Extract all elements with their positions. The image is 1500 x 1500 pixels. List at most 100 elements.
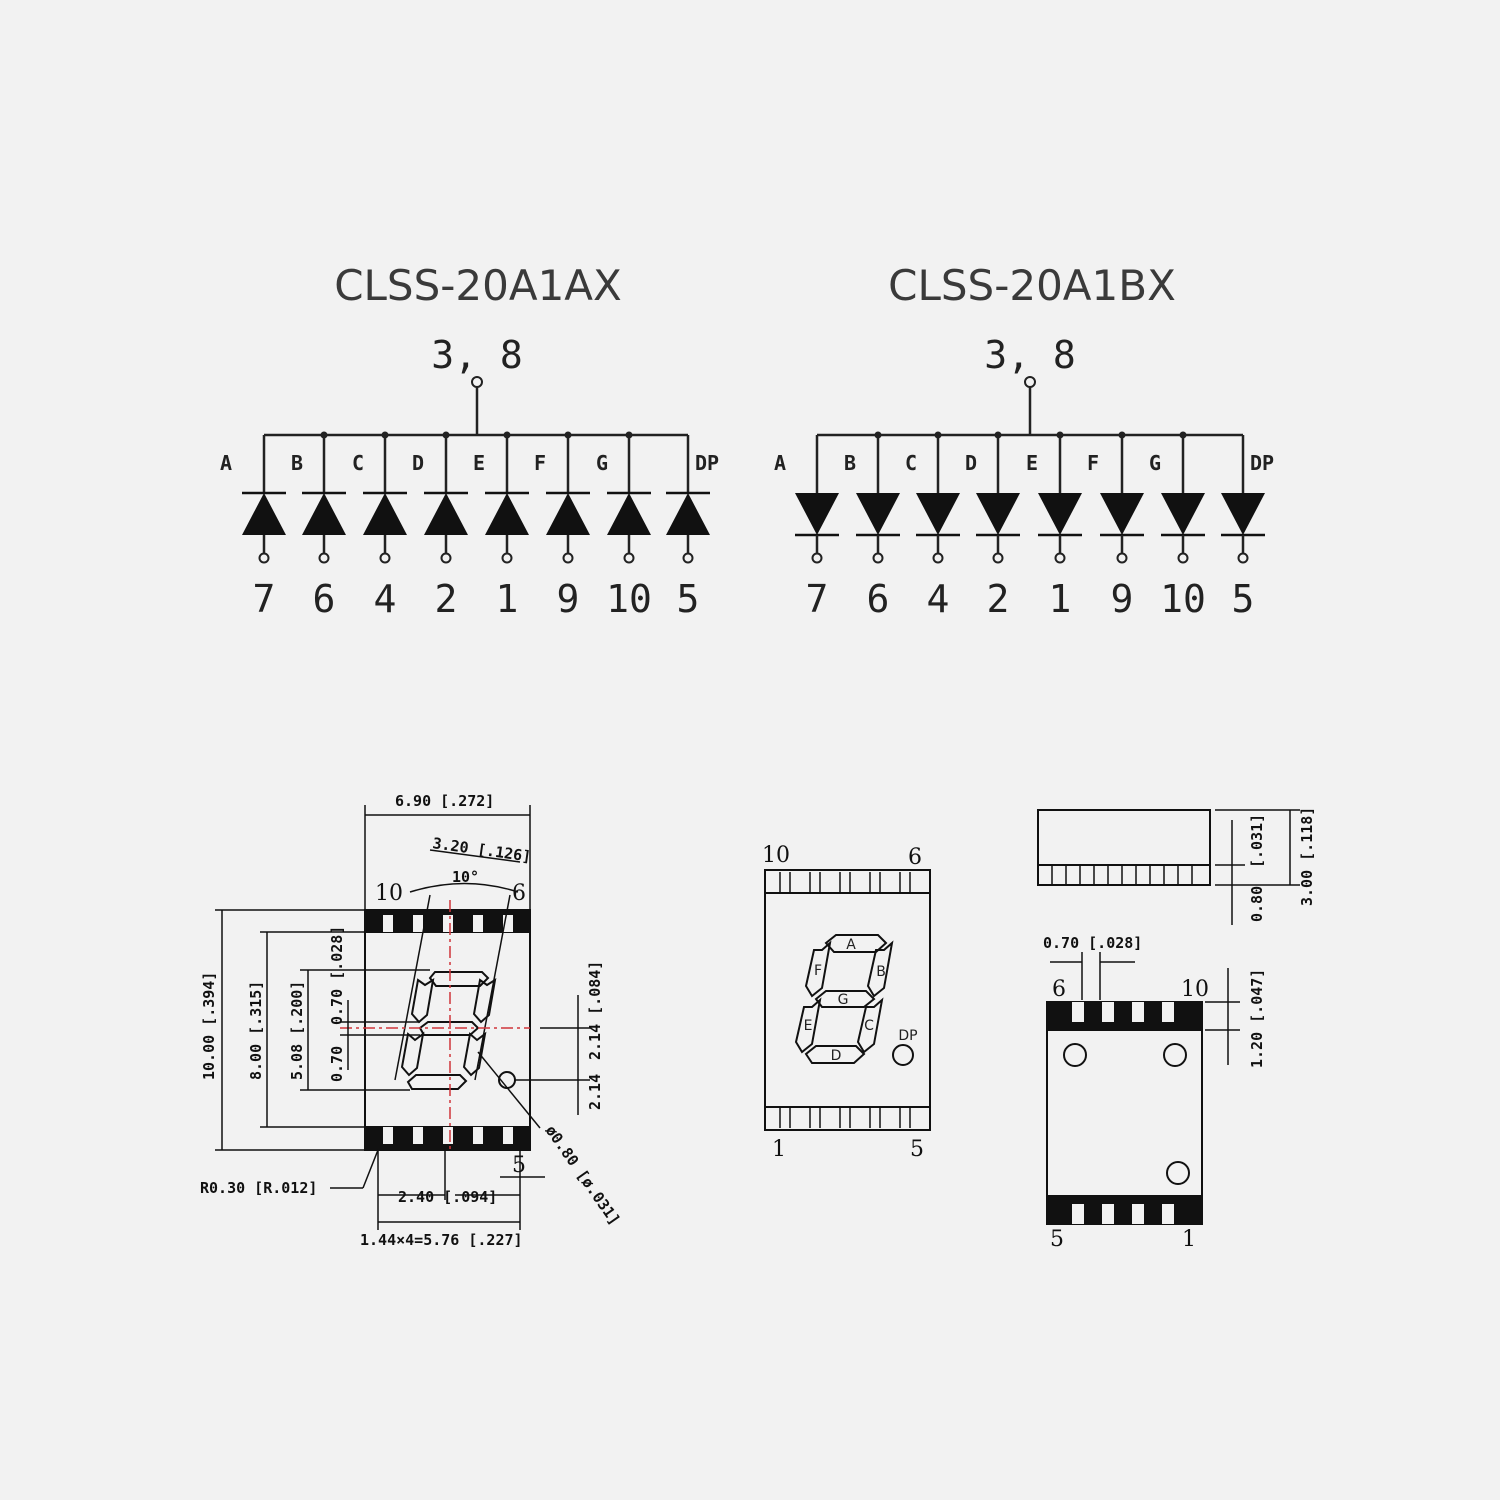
led-diode-g	[1161, 493, 1205, 535]
pin-terminal	[318, 552, 330, 564]
pin-number: 6	[867, 577, 890, 621]
dim-digit-width: 3.20 [.126]	[431, 834, 532, 866]
segment-label-dp: DP	[695, 451, 719, 475]
schematic-title: CLSS-20A1AX	[334, 261, 622, 310]
pin-terminal	[992, 552, 1004, 564]
front-seg-f	[410, 977, 435, 1024]
mid-label-f: F	[814, 963, 822, 979]
led-diode-b	[302, 493, 346, 535]
bottom-hole-3	[1166, 1161, 1190, 1185]
bottom-view	[1046, 952, 1240, 1225]
mid-label-a: A	[846, 937, 856, 953]
pin-terminal	[440, 552, 452, 564]
bottom-pin-1: 1	[1182, 1227, 1196, 1252]
mid-label-d: D	[831, 1048, 842, 1064]
pin-number: 1	[496, 577, 519, 621]
front-view	[215, 805, 590, 1230]
pin-number: 10	[1160, 577, 1206, 621]
front-seg-c	[462, 1031, 487, 1077]
dim-radius: R0.30 [R.012]	[200, 1179, 317, 1197]
led-diode-dp	[666, 493, 710, 535]
dim-digit-height: 5.08 [.200]	[288, 981, 306, 1080]
pin-number: 1	[1049, 577, 1072, 621]
led-diode-e	[1038, 493, 1082, 535]
mid-label-c: C	[864, 1018, 874, 1034]
dim-pitch: 1.44×4=5.76 [.227]	[360, 1231, 523, 1249]
segment-label-dp: DP	[1250, 451, 1274, 475]
dim-side-height: 3.00 [.118]	[1298, 807, 1316, 906]
pin-terminal	[379, 552, 391, 564]
mid-seg-e	[794, 997, 822, 1054]
led-diode-b	[856, 493, 900, 535]
side-body-outline	[1037, 809, 1211, 886]
front-seg-e	[400, 1031, 425, 1077]
segment-map-view	[764, 869, 931, 1131]
front-seg-a	[428, 971, 490, 987]
dim-slant: 10°	[452, 868, 479, 886]
led-diode-c	[363, 493, 407, 535]
bottom-pin-10: 10	[1181, 977, 1209, 1002]
front-view-labels: 10 6 5 6.90 [.272] 3.20 [.126] 10° 10.00…	[200, 792, 624, 1249]
pin-number: 5	[677, 577, 700, 621]
common-pin-label: 3, 8	[984, 333, 1076, 377]
segment-label-d: D	[965, 451, 977, 475]
led-diode-e	[485, 493, 529, 535]
side-view-labels: [.031] 0.80 3.00 [.118]	[1248, 807, 1316, 922]
mid-pin-10: 10	[762, 843, 790, 868]
segment-label-a: A	[220, 451, 232, 475]
front-body-outline	[364, 909, 531, 1151]
dim-right-2: 2.14	[586, 1074, 604, 1110]
segment-label-c: C	[352, 451, 364, 475]
pin-terminal	[682, 552, 694, 564]
pin-terminal	[932, 552, 944, 564]
segment-label-g: G	[1149, 451, 1161, 475]
dim-dp-diameter: ø0.80 [ø.031]	[542, 1122, 624, 1228]
mid-label-b: B	[876, 964, 886, 980]
pin-terminal	[501, 552, 513, 564]
segment-label-e: E	[1026, 451, 1038, 475]
led-diode-f	[1100, 493, 1144, 535]
front-seg-b	[472, 977, 497, 1024]
led-diode-f	[546, 493, 590, 535]
front-seg-d	[406, 1074, 468, 1090]
mid-label-e: E	[804, 1018, 813, 1034]
front-pin-10: 10	[375, 881, 403, 906]
segment-label-f: F	[1087, 451, 1099, 475]
mid-body-outline	[764, 869, 931, 1131]
pin-number: 6	[313, 577, 336, 621]
led-diode-d	[976, 493, 1020, 535]
bottom-hole-1	[1063, 1043, 1087, 1067]
front-pin-5: 5	[512, 1153, 526, 1178]
dim-side-body: [.031]	[1248, 814, 1266, 868]
mid-pin-1: 1	[772, 1137, 786, 1162]
bottom-body-outline	[1046, 1001, 1203, 1225]
mid-seg-c	[856, 997, 884, 1054]
pin-number: 2	[435, 577, 458, 621]
pin-terminal	[562, 552, 574, 564]
mid-label-dp: DP	[898, 1028, 917, 1044]
mid-dp	[892, 1044, 914, 1066]
segment-label-d: D	[412, 451, 424, 475]
pin-terminal	[811, 552, 823, 564]
led-diode-d	[424, 493, 468, 535]
front-pin-6: 6	[512, 881, 526, 906]
bottom-pin-6: 6	[1052, 977, 1066, 1002]
pin-number: 7	[806, 577, 829, 621]
dim-pad-length: 1.20 [.047]	[1248, 969, 1266, 1068]
bottom-top-pads	[1046, 1001, 1203, 1031]
dim-height: 10.00 [.394]	[200, 972, 218, 1080]
mid-label-g: G	[838, 992, 849, 1008]
bottom-view-labels: 0.70 [.028] 1.20 [.047] 6 10 5 1	[1043, 934, 1266, 1252]
dim-width: 6.90 [.272]	[395, 792, 494, 810]
pin-terminal	[872, 552, 884, 564]
pin-terminal	[1054, 552, 1066, 564]
pin-number: 9	[557, 577, 580, 621]
bottom-bottom-pads	[1046, 1195, 1203, 1225]
mid-pin-5: 5	[910, 1137, 924, 1162]
pin-terminal	[258, 552, 270, 564]
pin-number: 4	[374, 577, 397, 621]
segment-label-f: F	[534, 451, 546, 475]
